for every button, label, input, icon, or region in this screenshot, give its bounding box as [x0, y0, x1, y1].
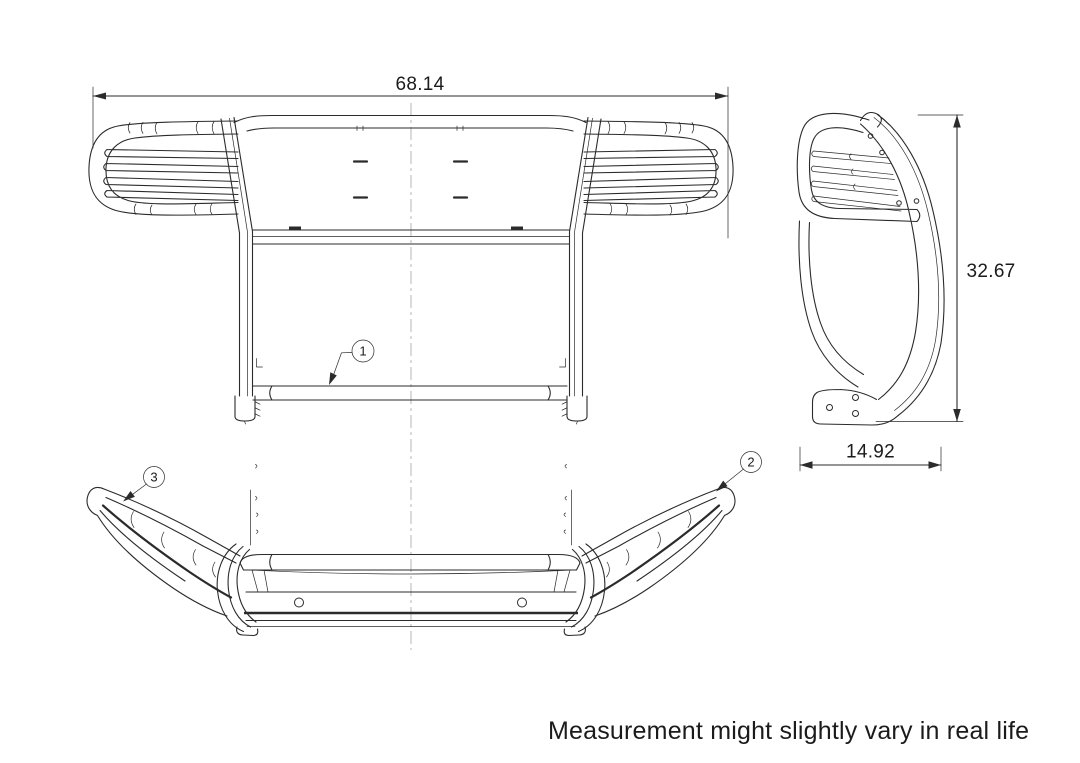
bolt-hole — [896, 200, 902, 206]
mount-plate-hole — [852, 410, 859, 417]
wing-dark-edge — [589, 504, 721, 599]
crossbar-tab-marks — [356, 125, 464, 131]
balloon-number: 2 — [747, 455, 754, 470]
flat-bar-edges — [245, 591, 577, 622]
right-wing — [581, 486, 736, 617]
wing-segment-marks — [130, 511, 216, 578]
brace-tube — [251, 229, 571, 245]
center-tube — [239, 553, 581, 571]
mount-plate-hole — [852, 394, 859, 401]
front-view: 68.14 — [88, 74, 734, 425]
mounting-tab-marks — [352, 160, 469, 199]
callout-3: 3 — [123, 466, 165, 502]
balloon-circle — [740, 451, 762, 473]
height-dimension-label: 32.67 — [967, 261, 1016, 282]
crossbar-tube — [233, 114, 587, 132]
side-view: 32.67 14.92 — [796, 111, 1016, 472]
arrowhead-bottom — [953, 409, 961, 422]
side-slats-and-accents — [810, 117, 940, 411]
top-crossbar — [233, 114, 587, 132]
leader-arrowhead — [123, 491, 135, 502]
balloon-circle — [143, 466, 165, 488]
wing-segment-marks — [606, 511, 692, 578]
projection-lines — [250, 464, 572, 546]
bolt-hole — [913, 198, 920, 204]
arrowhead-top — [953, 115, 961, 128]
measurement-disclaimer: Measurement might slightly vary in real … — [548, 717, 1030, 745]
depth-dimension-label: 14.92 — [846, 442, 895, 463]
left-wing — [86, 486, 241, 617]
extension-lines — [799, 446, 942, 472]
brace-clamp-tabs — [289, 226, 523, 230]
cage-outline-and-slats — [88, 120, 239, 216]
mount-plate-hole — [826, 404, 833, 411]
arrowhead-right — [928, 461, 941, 469]
balloon-circle — [351, 339, 375, 363]
side-height-dimension: 32.67 — [875, 114, 1016, 423]
uprights — [220, 116, 602, 425]
bar-hole — [294, 597, 304, 608]
upright-tubes-and-feet — [220, 116, 602, 422]
tube-shading-and-joints — [249, 569, 573, 593]
side-profile-outline — [796, 111, 945, 426]
arrowhead-left — [93, 92, 106, 100]
upright-detail-marks — [229, 117, 593, 425]
extension-lines — [92, 86, 729, 239]
wing-tube-outline — [581, 486, 736, 617]
top-view: 2 3 — [86, 451, 762, 637]
leader-line — [331, 352, 353, 381]
callout-2: 2 — [716, 451, 762, 492]
cross-brace — [251, 226, 571, 245]
flat-bar — [244, 591, 578, 627]
extension-lines — [875, 114, 964, 422]
wing-tube-outline — [86, 486, 241, 617]
width-dimension-label: 68.14 — [395, 74, 444, 95]
callout-1: 1 — [329, 339, 375, 385]
lower-crossbar — [252, 385, 568, 401]
balloon-number: 1 — [359, 344, 366, 359]
arrowhead-left — [800, 461, 813, 469]
left-headlight-cage — [88, 120, 239, 216]
leader-arrowhead — [716, 480, 728, 492]
wing-dark-edge — [101, 504, 233, 599]
bolt-hole — [867, 133, 874, 139]
right-headlight-cage — [583, 120, 734, 216]
arrowhead-right — [715, 92, 728, 100]
front-width-dimension: 68.14 — [92, 74, 729, 239]
side-depth-dimension: 14.92 — [799, 442, 942, 472]
bolt-hole — [879, 149, 885, 156]
balloon-number: 3 — [150, 470, 157, 485]
leader-arrowhead — [329, 372, 337, 385]
tube-bend-marks — [127, 121, 215, 216]
bar-hole — [517, 597, 527, 608]
